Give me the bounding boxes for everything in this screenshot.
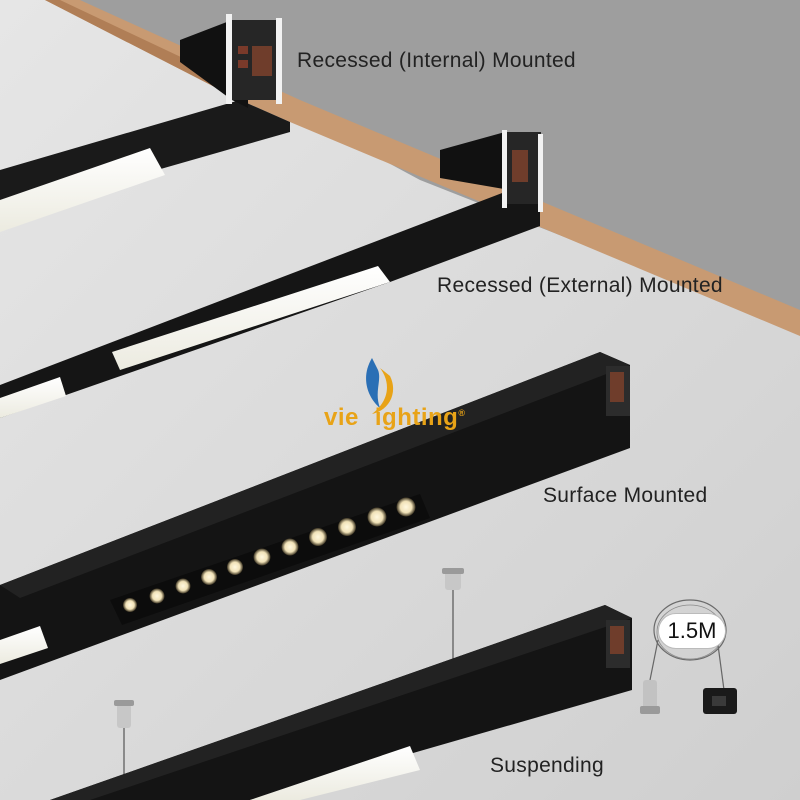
- spotlight-dots: [123, 497, 416, 612]
- logo-flame-icon: [366, 358, 394, 414]
- logo-registered-mark: ®: [458, 408, 466, 418]
- label-recessed-external: Recessed (External) Mounted: [437, 274, 723, 297]
- logo-prefix: vie: [324, 404, 359, 431]
- logo-suffix: ighting: [374, 404, 459, 431]
- suspension-cable-accessory: [640, 599, 737, 714]
- label-recessed-internal: Recessed (Internal) Mounted: [297, 49, 576, 72]
- label-suspending: Suspending: [490, 754, 604, 777]
- brand-logo: vie ighting®: [322, 360, 482, 440]
- fixture-suspending: [50, 568, 632, 800]
- cable-length-badge: 1.5M: [658, 613, 726, 649]
- brand-logo-text: vie ighting®: [324, 404, 465, 432]
- fixture-recessed-external: [0, 130, 543, 418]
- fixture-recessed-internal: [0, 14, 290, 232]
- label-surface-mounted: Surface Mounted: [543, 484, 708, 507]
